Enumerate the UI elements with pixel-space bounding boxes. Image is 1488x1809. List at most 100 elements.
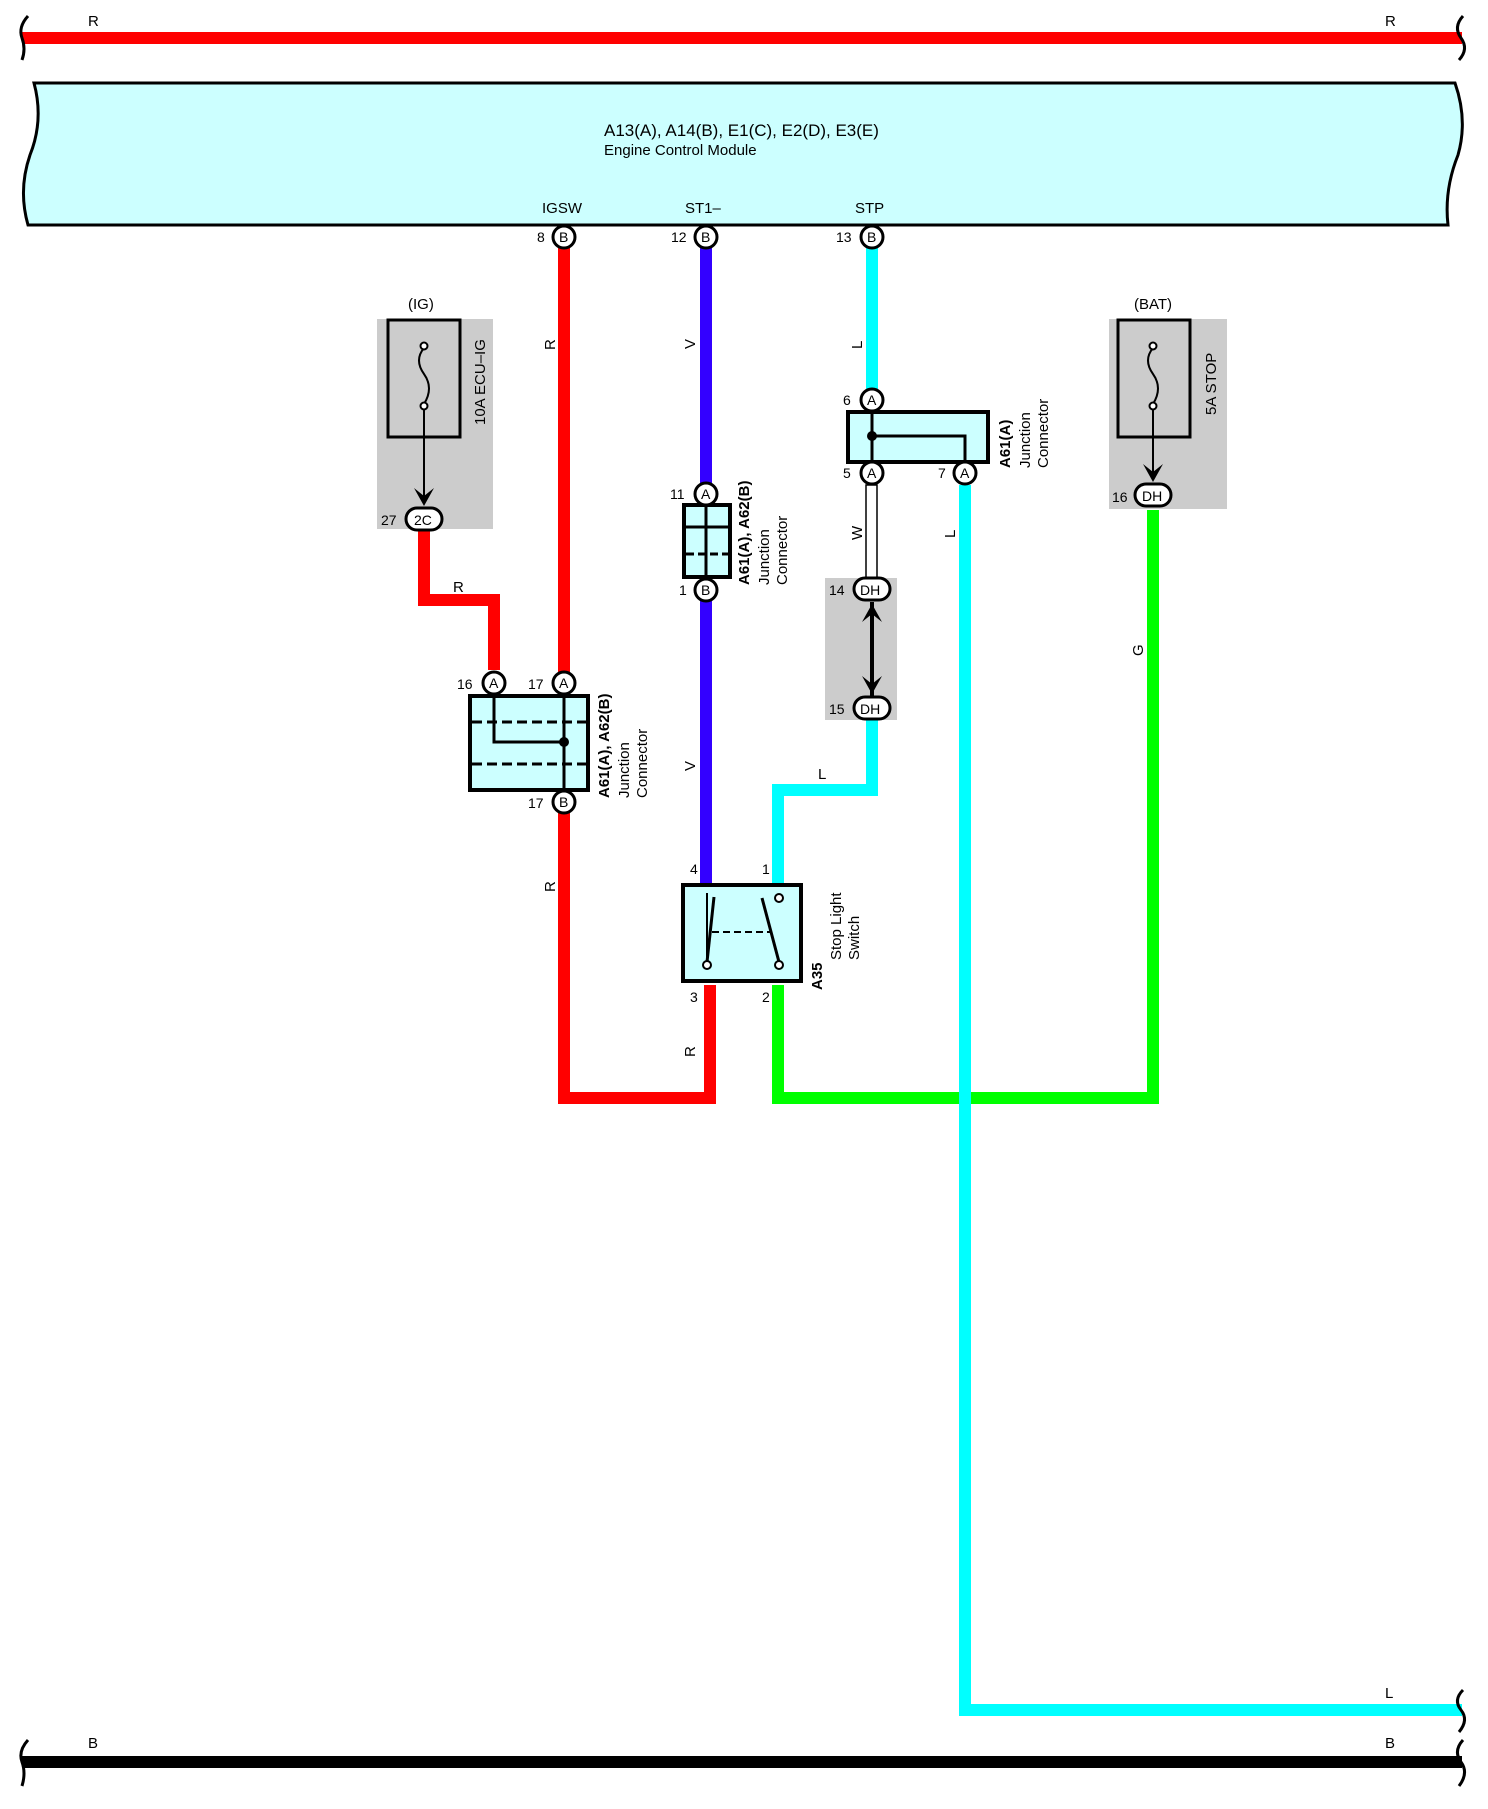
switch-blade-left <box>705 896 716 963</box>
fuse-bat-box <box>1109 319 1227 509</box>
fuse-ig-element-icon <box>418 347 430 405</box>
dh-pin-14-conn <box>852 576 892 602</box>
wire-label-l-stp: L <box>849 341 866 349</box>
fuse-ecu-ig: (IG) 10A ECU–IG 27 2C <box>377 296 493 532</box>
jc-right-pin-7: 7 <box>938 465 946 481</box>
switch-node-right-top <box>774 893 784 903</box>
switch-pin-1: 1 <box>762 861 770 877</box>
fuse-ig-contact-bottom <box>419 401 429 411</box>
fuse-bat-conn <box>1133 482 1173 508</box>
jc-right-pin-7-conn <box>952 460 978 486</box>
fuse-bat-contact-top <box>1148 341 1158 351</box>
bottom-rail-label-right: B <box>1385 1735 1395 1752</box>
jc-right-link-2 <box>872 434 967 472</box>
l-exit-break <box>1456 1688 1466 1733</box>
jc-mid-pin-1: 1 <box>679 582 687 598</box>
fuse-ig-pin: 27 <box>381 512 397 528</box>
jc-left-pin-16: 16 <box>457 676 473 692</box>
dh-pin-15: 15 <box>829 701 845 717</box>
switch-code: A35 <box>809 962 826 990</box>
jc-left-pin-17b: 17 <box>528 795 544 811</box>
jc-left-name: A61(A), A62(B) <box>596 694 613 798</box>
ecm-pins: 8 B 12 B 13 B <box>537 224 885 250</box>
ecm-title: A13(A), A14(B), E1(C), E2(D), E3(E) <box>604 121 879 140</box>
switch-name2: Switch <box>846 916 863 960</box>
wire-l-out <box>959 485 1462 1716</box>
wire-label-r-igsw-top: R <box>542 339 559 350</box>
jc-mid-pin-11-conn <box>693 481 719 507</box>
jc-right-splice <box>867 431 877 441</box>
top-rail-left-break <box>19 14 30 61</box>
wire-l-sw1 <box>772 718 878 885</box>
top-power-rail: R R <box>19 13 1466 62</box>
switch-pin-4: 4 <box>690 861 698 877</box>
jc-left-pin-16-conn <box>481 670 507 696</box>
wire-label-l-sw1: L <box>818 766 826 783</box>
wire-label-v-bot: V <box>682 761 699 771</box>
fuse-stop: (BAT) 5A STOP 16 DH <box>1109 296 1227 509</box>
dh-arrow-down-icon <box>862 676 882 694</box>
junction-connector-mid: 11 A 1 B A61(A), A62(B) Junction Connect… <box>670 481 791 603</box>
fuse-bat-pin: 16 <box>1112 489 1128 505</box>
wire-color-labels: R R R R V V L W L L G <box>453 339 1147 1057</box>
top-rail-label-left: R <box>88 13 99 30</box>
fuse-bat-conn-label: DH <box>1142 488 1162 504</box>
wire-label-r-sw3: R <box>682 1046 699 1057</box>
bottom-rail-left-break <box>19 1738 30 1787</box>
jc-mid-pin-11-conn-label: A <box>701 486 711 502</box>
wire-label-r-ig: R <box>453 579 464 596</box>
ecm-pin-13-conn-label: B <box>867 229 876 245</box>
ecm-terminal-stp-name: STP <box>855 200 884 217</box>
jc-right-pin-6-conn <box>859 387 885 413</box>
jc-right-pin-6-conn-label: A <box>867 392 877 408</box>
jc-mid-pin-11: 11 <box>670 486 685 502</box>
jc-left-pin-17a-conn <box>551 670 577 696</box>
dh-connector: 14 DH 15 DH <box>825 576 897 721</box>
fuse-ig-name: 10A ECU–IG <box>472 339 489 425</box>
wire-label-v-top: V <box>682 339 699 349</box>
fuse-ig-contact-top <box>419 341 429 351</box>
dh-arrow-up-icon <box>862 604 882 622</box>
ecm-pin-8-conn-label: B <box>559 229 568 245</box>
dh-pin-14: 14 <box>829 582 845 598</box>
jc-mid-name: A61(A), A62(B) <box>736 481 753 585</box>
ecm-pin-12-conn-label: B <box>701 229 710 245</box>
ecm-terminal-igsw-name: IGSW <box>542 200 583 217</box>
switch-pin-2: 2 <box>762 989 770 1005</box>
jc-right-pin-5-conn-label: A <box>867 465 877 481</box>
wire-label-r-igsw-bot: R <box>542 881 559 892</box>
fuse-ig-arrow-icon <box>414 488 434 506</box>
jc-left-link-1 <box>492 696 564 744</box>
switch-blade-right <box>760 897 781 963</box>
wire-label-l-out: L <box>942 530 959 538</box>
jc-left-type2: Connector <box>634 729 651 798</box>
wire-label-w-link: W <box>849 525 866 540</box>
switch-name1: Stop Light <box>828 892 845 960</box>
jc-mid-type1: Junction <box>756 529 773 585</box>
ecm-subtitle: Engine Control Module <box>604 142 757 159</box>
jc-left-type1: Junction <box>616 742 633 798</box>
switch-pin-3: 3 <box>690 989 698 1005</box>
jc-left-pin-17b-conn-label: B <box>559 794 568 810</box>
jc-right-pin-5: 5 <box>843 465 851 481</box>
fuse-bat-arrow-icon <box>1143 464 1163 482</box>
ecm-pin-8: 8 <box>537 229 545 245</box>
switch-node-left-bottom <box>702 960 712 970</box>
jc-left-pin-16-conn-label: A <box>489 675 499 691</box>
wire-r-ig <box>418 530 500 670</box>
top-rail-label-right: R <box>1385 13 1396 30</box>
fuse-ig-source: (IG) <box>408 296 434 313</box>
dh-pin-15-conn-label: DH <box>860 701 880 717</box>
jc-right-type2: Connector <box>1035 399 1052 468</box>
fuse-bat-name: 5A STOP <box>1203 353 1220 415</box>
jc-left-pin-17b-conn <box>551 789 577 815</box>
bottom-ground-rail: B B <box>19 1735 1466 1787</box>
jc-mid-type2: Connector <box>774 516 791 585</box>
ecm-pin-8-conn <box>551 224 577 250</box>
engine-control-module: A13(A), A14(B), E1(C), E2(D), E3(E) Engi… <box>21 81 1464 227</box>
switch-node-right-bottom <box>774 960 784 970</box>
fuse-bat-source: (BAT) <box>1134 296 1172 313</box>
fuse-bat-element-icon <box>1147 347 1159 405</box>
jc-right-type1: Junction <box>1017 412 1034 468</box>
jc-left-pin-17a: 17 <box>528 676 544 692</box>
